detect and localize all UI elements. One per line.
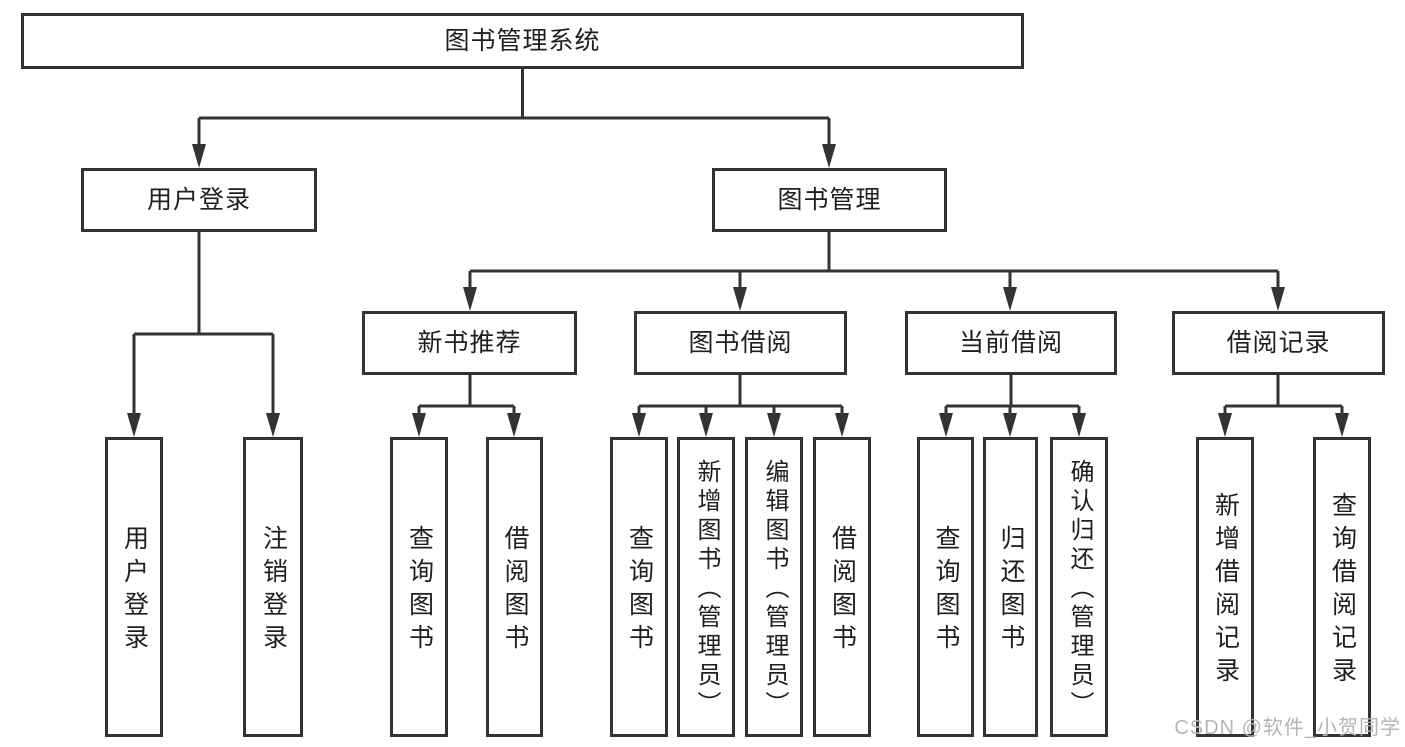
- leaf-records-query-record: 查询借阅记录: [1313, 437, 1371, 737]
- leaf-borrow-add-books-admin-label: 新增图书（管理员）: [693, 459, 720, 720]
- node-book-management: 图书管理: [712, 168, 947, 232]
- leaf-user-login: 用户登录: [105, 437, 163, 737]
- leaf-current-confirm-return-admin-label: 确认归还（管理员）: [1066, 459, 1093, 720]
- leaf-borrow-borrow-books-label: 借阅图书: [828, 525, 857, 657]
- node-new-book-recommendation: 新书推荐: [362, 311, 577, 375]
- leaf-logout: 注销登录: [243, 437, 303, 737]
- leaf-records-add-record-label: 新增借阅记录: [1211, 492, 1240, 690]
- node-book-borrowing: 图书借阅: [634, 311, 847, 375]
- leaf-recommend-query-books-label: 查询图书: [405, 525, 434, 657]
- leaf-logout-label: 注销登录: [259, 525, 288, 657]
- leaf-records-add-record: 新增借阅记录: [1196, 437, 1254, 737]
- leaf-user-login-label: 用户登录: [120, 525, 149, 657]
- watermark: CSDN @软件_小贺同学: [1174, 717, 1401, 739]
- leaf-current-query-books: 查询图书: [917, 437, 974, 737]
- leaf-current-return-books: 归还图书: [983, 437, 1038, 737]
- leaf-records-query-record-label: 查询借阅记录: [1328, 492, 1357, 690]
- leaf-recommend-query-books: 查询图书: [390, 437, 448, 737]
- leaf-current-confirm-return-admin: 确认归还（管理员）: [1050, 437, 1108, 737]
- node-borrowing-records: 借阅记录: [1172, 311, 1385, 375]
- leaf-borrow-edit-books-admin-label: 编辑图书（管理员）: [761, 459, 788, 720]
- leaf-current-return-books-label: 归还图书: [997, 525, 1025, 657]
- leaf-borrow-query-books-label: 查询图书: [625, 525, 654, 657]
- node-user-login: 用户登录: [81, 168, 317, 232]
- leaf-borrow-query-books: 查询图书: [610, 437, 668, 737]
- node-library-system: 图书管理系统: [21, 13, 1024, 69]
- leaf-recommend-borrow-books: 借阅图书: [486, 437, 543, 737]
- leaf-borrow-edit-books-admin: 编辑图书（管理员）: [745, 437, 803, 737]
- leaf-borrow-borrow-books: 借阅图书: [813, 437, 871, 737]
- node-current-borrowing: 当前借阅: [905, 311, 1117, 375]
- leaf-borrow-add-books-admin: 新增图书（管理员）: [677, 437, 735, 737]
- leaf-recommend-borrow-books-label: 借阅图书: [501, 525, 529, 657]
- leaf-current-query-books-label: 查询图书: [932, 525, 960, 657]
